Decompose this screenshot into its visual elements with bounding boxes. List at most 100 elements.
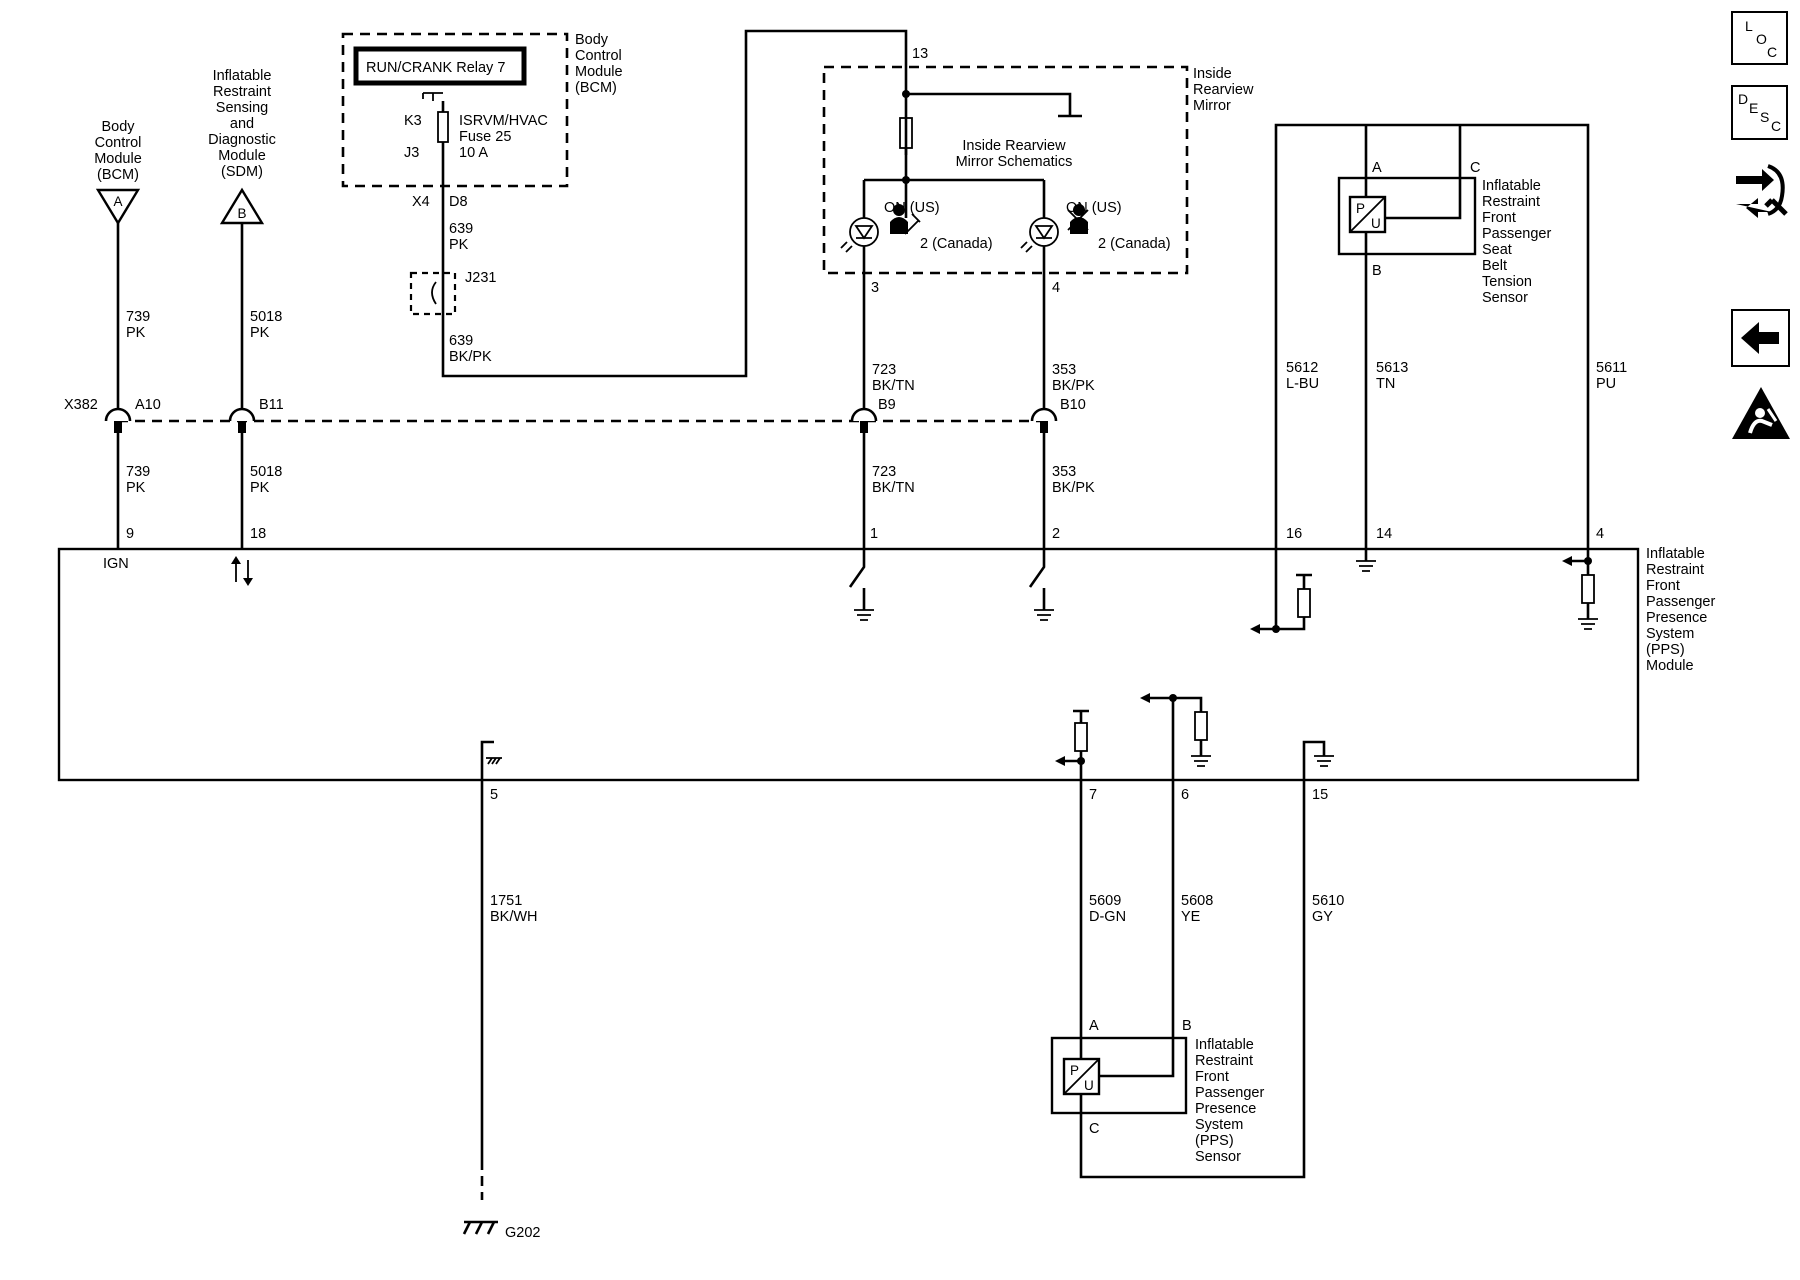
x382-pin-b9: B9 <box>878 397 896 413</box>
x382-label: X382 <box>64 397 98 413</box>
ind1-canada: 2 (Canada) <box>920 236 993 252</box>
fuse-label-3: 10 A <box>459 145 488 161</box>
sdm-label-7: (SDM) <box>221 164 263 180</box>
splice-label: J231 <box>465 270 496 286</box>
mirror-pin-3: 3 <box>871 280 879 296</box>
w5018-top-color: PK <box>250 325 270 341</box>
desc-letter-e: E <box>1749 100 1759 116</box>
ppssen-label-5: Presence <box>1195 1101 1256 1117</box>
fuse-label-2: Fuse 25 <box>459 129 511 145</box>
connector-repair-icon[interactable] <box>1732 160 1792 222</box>
ind2-on-us: ON (US) <box>1066 200 1122 216</box>
w353-bot-color: BK/PK <box>1052 480 1095 496</box>
pin5-chassis <box>480 740 502 780</box>
switch-ground-pin2 <box>1028 549 1054 621</box>
loc-letter-l: L <box>1745 18 1753 34</box>
seat-p: P <box>1356 201 1365 216</box>
sdm-label-2: Restraint <box>213 84 271 100</box>
w5610-num: 5610 <box>1312 893 1344 909</box>
offpage-connector-a: Body Control Module (BCM) A <box>94 119 142 226</box>
x4-label: X4 <box>412 194 430 210</box>
offpage-b-letter: B <box>237 206 246 221</box>
offpage-connector-b: Inflatable Restraint Sensing and Diagnos… <box>208 68 276 225</box>
offpage-a-letter: A <box>113 194 122 209</box>
seat-belt-tension-sensor: P U A B C Inflatable Restraint Front Pas… <box>1337 125 1551 539</box>
ppssen-label-6: System <box>1195 1117 1243 1133</box>
pps-sensor-pin-c: C <box>1089 1121 1099 1137</box>
airbag-warning-icon[interactable] <box>1730 385 1792 441</box>
x382-pin-b10: B10 <box>1060 397 1086 413</box>
bcm-left-label-1: Body <box>101 119 135 135</box>
sdm-label-6: Module <box>218 148 266 164</box>
w5608-color: YE <box>1181 909 1201 925</box>
bidirectional-arrow-icon <box>231 556 253 586</box>
pps-pin-1: 1 <box>870 526 878 542</box>
w723-bot-color: BK/TN <box>872 480 915 496</box>
bcm-left-label-3: Module <box>94 151 142 167</box>
relay-label: RUN/CRANK Relay 7 <box>366 60 505 76</box>
bcm-left-label-2: Control <box>95 135 142 151</box>
loc-letter-c: C <box>1767 44 1778 60</box>
pps-sensor-pin-a: A <box>1089 1018 1099 1034</box>
pps-sensor-pin-b: B <box>1182 1018 1192 1034</box>
fuse-pin-out: J3 <box>404 145 419 161</box>
w5018-bot-num: 5018 <box>250 464 282 480</box>
w739-bot-color: PK <box>126 480 146 496</box>
ppsmod-label-7: (PPS) <box>1646 642 1685 658</box>
sdm-label-4: and <box>230 116 254 132</box>
w723-top-color: BK/TN <box>872 378 915 394</box>
pps-pin-15: 15 <box>1312 787 1328 803</box>
mirror-schematics-1: Inside Rearview <box>962 138 1066 154</box>
ppsmod-label-1: Inflatable <box>1646 546 1705 562</box>
seat-label-4: Passenger <box>1482 226 1551 242</box>
pps-ign-label: IGN <box>103 556 129 572</box>
ppsmod-label-3: Front <box>1646 578 1680 594</box>
d8-label: D8 <box>449 194 468 210</box>
wire-1751-ground: 1751 BK/WH G202 <box>462 780 540 1241</box>
w353-top-color: BK/PK <box>1052 378 1095 394</box>
bcm-top-label-2: Control <box>575 48 622 64</box>
fuse-label-1: ISRVM/HVAC <box>459 113 548 129</box>
seat-label-7: Tension <box>1482 274 1532 290</box>
ppssen-label-8: Sensor <box>1195 1149 1241 1165</box>
ppssen-label-1: Inflatable <box>1195 1037 1254 1053</box>
w1751-num: 1751 <box>490 893 522 909</box>
bcm-top-label-4: (BCM) <box>575 80 617 96</box>
pin16-pullup <box>1250 549 1312 634</box>
wires-739-5018 <box>116 223 244 539</box>
seat-pin-a: A <box>1372 160 1382 176</box>
w639b-num: 639 <box>449 333 473 349</box>
pps-module: Inflatable Restraint Front Passenger Pre… <box>57 526 1715 803</box>
location-button[interactable]: L O C <box>1731 11 1788 65</box>
wire-639-run: X4 D8 J231 639 PK 639 BK/PK <box>409 29 908 378</box>
sdm-label-1: Inflatable <box>213 68 272 84</box>
mirror-label-3: Mirror <box>1193 98 1231 114</box>
ind2-canada: 2 (Canada) <box>1098 236 1171 252</box>
w739-top-num: 739 <box>126 309 150 325</box>
w5611-num: 5611 <box>1596 360 1627 376</box>
description-button[interactable]: D E S C <box>1731 85 1788 140</box>
ppsmod-label-8: Module <box>1646 658 1694 674</box>
pps-pin-2: 2 <box>1052 526 1060 542</box>
w5613-color: TN <box>1376 376 1395 392</box>
pin4-pulldown <box>1562 549 1598 630</box>
sdm-label-3: Sensing <box>216 100 268 116</box>
pin14-ground <box>1356 549 1376 572</box>
mirror-label-1: Inside <box>1193 66 1232 82</box>
pin15-ground <box>1302 740 1334 780</box>
back-button[interactable] <box>1731 309 1790 367</box>
w5610-color: GY <box>1312 909 1333 925</box>
w5608-num: 5608 <box>1181 893 1213 909</box>
seat-pin-b: B <box>1372 263 1382 279</box>
pps-sensor-p: P <box>1070 1063 1079 1078</box>
ppsmod-label-4: Passenger <box>1646 594 1715 610</box>
pin7-pullup <box>1055 709 1089 780</box>
ppsmod-label-2: Restraint <box>1646 562 1704 578</box>
pin6-pulldown <box>1140 693 1211 780</box>
w5612-color: L-BU <box>1286 376 1319 392</box>
x382-pin-b11: B11 <box>259 397 284 413</box>
bcm-top-label-1: Body <box>575 32 609 48</box>
mirror-pin-4: 4 <box>1052 280 1060 296</box>
ppsmod-label-5: Presence <box>1646 610 1707 626</box>
x382-pin-a10: A10 <box>135 397 161 413</box>
